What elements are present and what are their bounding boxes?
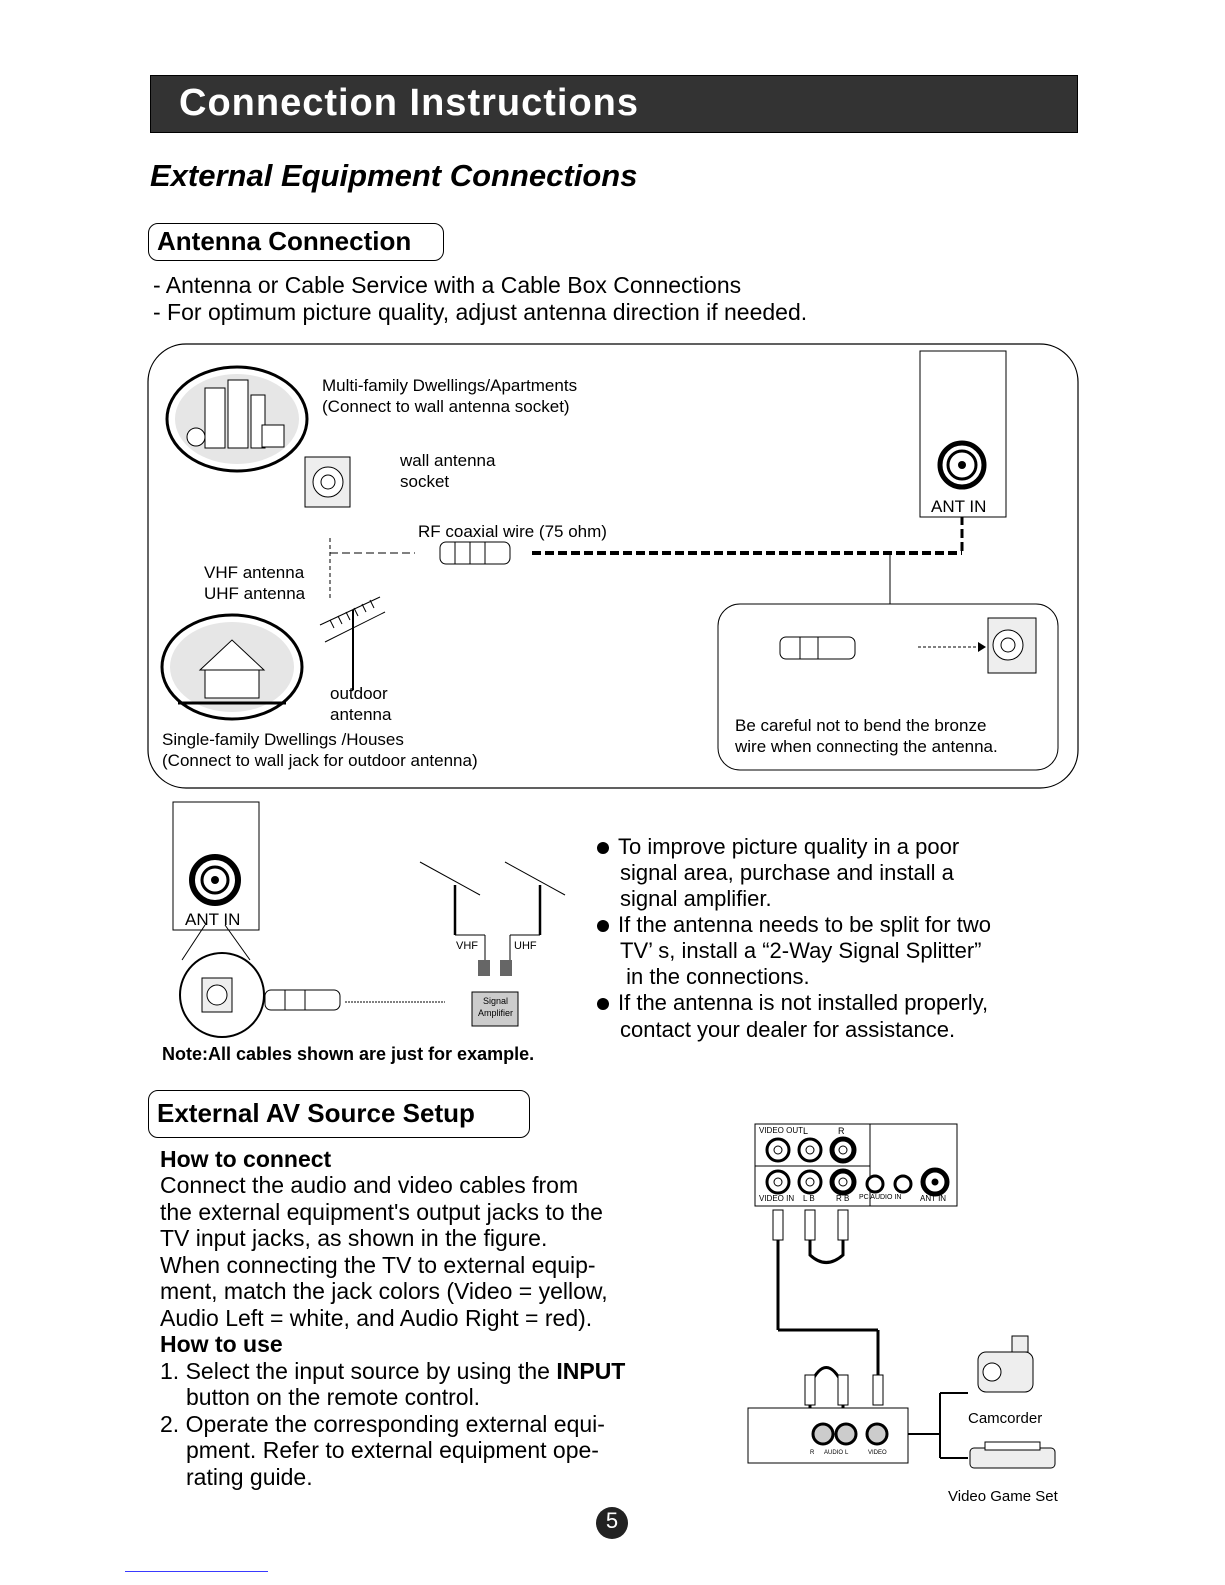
bullet-2-line-1: If the antenna needs to be split for two [618, 912, 992, 937]
page-header: Connection Instructions [150, 75, 1078, 133]
bullet-1-line-3: signal amplifier. [620, 886, 772, 911]
video-in-label: VIDEO IN [759, 1194, 795, 1203]
connect-line-3: TV input jacks, as shown in the figure. [160, 1225, 548, 1251]
input-key-name: INPUT [556, 1358, 626, 1384]
panel-rb-label: R B [836, 1194, 850, 1203]
antenna-section-title: Antenna Connection [148, 223, 444, 261]
apartment-icon [165, 365, 309, 473]
camcorder-icon [977, 1335, 1034, 1393]
panel-l-label: L [803, 1126, 809, 1136]
how-to-use-heading: How to use [160, 1331, 283, 1357]
step-2-line-2: pment. Refer to external equipment ope- [186, 1437, 599, 1463]
av-section-title: External AV Source Setup [148, 1090, 530, 1138]
pc-audio-label: PC AUDIO IN [859, 1194, 902, 1201]
jack-l-label: L [845, 1450, 849, 1456]
bullet-1-line-2: signal area, purchase and install a [620, 860, 954, 885]
bullet-3-line-2: contact your dealer for assistance. [620, 1017, 956, 1042]
antenna-intro-line-1: - Antenna or Cable Service with a Cable … [153, 272, 742, 298]
wall-socket-label-1: wall antenna [400, 451, 496, 470]
game-set-label: Video Game Set [948, 1488, 1058, 1505]
outdoor-label-1: outdoor [330, 684, 388, 703]
wall-socket-icon [304, 456, 351, 508]
connect-line-2: the external equipment's output jacks to… [160, 1199, 603, 1225]
panel-ant-in-label: ANT IN [920, 1194, 947, 1203]
bullet-2-line-3: in the connections. [620, 964, 810, 989]
jack-audio-label: AUDIO [824, 1450, 844, 1456]
jack-video-label: VIDEO [868, 1450, 887, 1456]
bullet-3-line-1: If the antenna is not installed properly… [618, 990, 989, 1015]
bullet-1-line-1: To improve picture quality in a poor [618, 834, 960, 859]
single-family-label: Single-family Dwellings /Houses [162, 730, 404, 749]
camcorder-label: Camcorder [968, 1410, 1043, 1427]
vhf-label: VHF antenna [204, 563, 305, 582]
careful-note-2: wire when connecting the antenna. [735, 737, 998, 756]
connect-line-6: Audio Left = white, and Audio Right = re… [160, 1305, 593, 1331]
connect-line-4: When connecting the TV to external equip… [160, 1252, 596, 1278]
connect-line-1: Connect the audio and video cables from [160, 1172, 579, 1198]
section-subtitle: External Equipment Connections [150, 158, 638, 193]
game-console-icon [969, 1441, 1056, 1469]
multi-family-label: Multi-family Dwellings/Apartments [322, 376, 578, 395]
connect-line-5: ment, match the jack colors (Video = yel… [160, 1278, 608, 1304]
amp-ant-in-label: ANT IN [185, 910, 241, 929]
step-1-text: 1. Select the input source by using the [160, 1358, 557, 1384]
step-2-line-1: 2. Operate the corresponding external eq… [160, 1411, 605, 1437]
amp-vhf-label: VHF [456, 940, 478, 952]
antenna-intro-line-2: - For optimum picture quality, adjust an… [153, 299, 808, 325]
wall-socket-label-2: socket [400, 472, 450, 491]
bullet-2-line-2: TV’ s, install a “2-Way Signal Splitter” [620, 938, 982, 963]
careful-note-1: Be careful not to bend the bronze [735, 716, 987, 735]
amp-uhf-label: UHF [514, 940, 537, 952]
ant-in-label: ANT IN [931, 497, 987, 516]
outdoor-label-2: antenna [330, 705, 392, 724]
footer-rule [125, 1571, 268, 1572]
jack-r-label: R [810, 1450, 815, 1456]
single-family-sublabel: (Connect to wall jack for outdoor antenn… [162, 751, 478, 770]
cables-note: Note:All cables shown are just for examp… [162, 1044, 535, 1064]
coax-connector-icon [439, 541, 511, 565]
step-2-line-3: rating guide. [186, 1464, 313, 1490]
house-icon [160, 613, 304, 721]
step-1-line-1: 1. Select the input source by using the … [160, 1358, 625, 1385]
panel-lb-label: L B [803, 1194, 815, 1203]
page-title: Connection Instructions [179, 82, 639, 124]
uhf-label: UHF antenna [204, 584, 306, 603]
multi-family-sublabel: (Connect to wall antenna socket) [322, 397, 570, 416]
amp-amplifier-label: Amplifier [478, 1008, 514, 1018]
outdoor-antenna-icon [319, 596, 386, 690]
step-1-line-2: button on the remote control. [186, 1384, 481, 1410]
video-out-label: VIDEO OUT [759, 1126, 804, 1135]
panel-r-label: R [838, 1126, 845, 1136]
page-number: 5 [605, 1508, 619, 1533]
rf-wire-label: RF coaxial wire (75 ohm) [418, 522, 607, 541]
connector-detail-icon [779, 617, 1037, 674]
amp-signal-label: Signal [483, 996, 509, 1006]
how-to-connect-heading: How to connect [160, 1146, 332, 1172]
